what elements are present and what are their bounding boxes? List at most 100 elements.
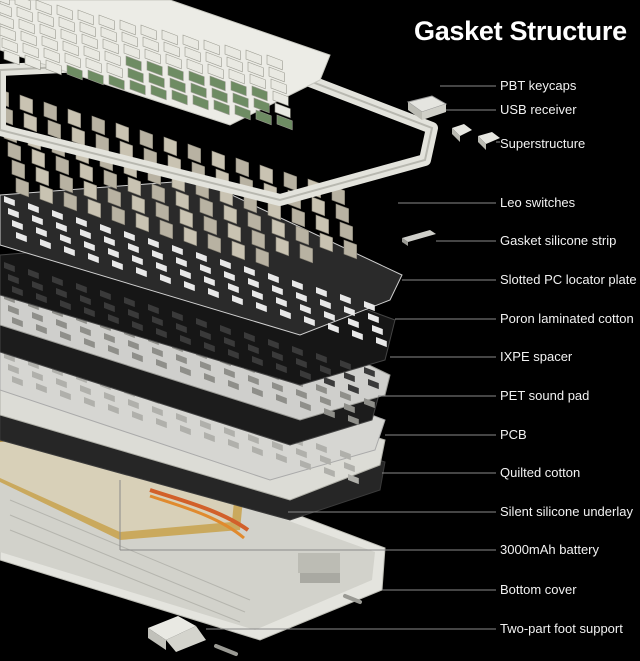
shape	[203, 215, 217, 236]
shape	[23, 112, 37, 133]
shape	[39, 23, 56, 40]
shape	[124, 297, 135, 308]
shape	[41, 35, 58, 52]
shape	[268, 273, 279, 284]
shape	[123, 43, 140, 60]
shape	[296, 358, 307, 369]
shape	[228, 380, 239, 391]
shape	[32, 371, 43, 382]
shape	[299, 243, 313, 264]
shape	[79, 162, 93, 183]
shape	[205, 51, 222, 68]
label-ixpe-spacer: IXPE spacer	[500, 349, 573, 364]
label-battery: 3000mAh battery	[500, 542, 600, 557]
shape	[79, 21, 96, 38]
shape	[344, 372, 355, 383]
shape	[163, 136, 177, 157]
shape	[224, 337, 235, 348]
shape	[300, 370, 311, 381]
shape	[148, 72, 165, 89]
shape	[224, 427, 235, 438]
shape	[152, 347, 163, 358]
shape	[300, 401, 311, 412]
shape	[108, 345, 119, 356]
shape	[132, 321, 143, 332]
shape	[203, 39, 220, 56]
shape	[87, 69, 104, 86]
label-bottom-cover: Bottom cover	[500, 582, 577, 597]
shape	[248, 434, 259, 445]
shape	[176, 354, 187, 365]
shape	[83, 45, 100, 62]
shape	[88, 253, 99, 264]
shape	[252, 290, 263, 301]
shape	[275, 236, 289, 257]
shape	[340, 391, 351, 402]
shape	[15, 177, 29, 198]
shape	[111, 205, 125, 226]
shape	[67, 108, 81, 129]
shape	[64, 52, 81, 69]
shape	[207, 63, 224, 80]
shape	[140, 24, 157, 41]
shape	[235, 157, 249, 178]
shape	[248, 278, 259, 289]
shape	[344, 462, 355, 473]
shape	[344, 403, 355, 414]
shape	[56, 4, 73, 21]
shape	[179, 208, 193, 229]
shape	[84, 397, 95, 408]
shape	[56, 378, 67, 389]
shape	[14, 0, 31, 11]
shape	[207, 233, 221, 254]
shape	[76, 217, 87, 228]
shape	[372, 325, 383, 336]
shape	[91, 115, 105, 136]
shape	[60, 390, 71, 401]
shape	[12, 376, 23, 387]
shape	[108, 404, 119, 415]
shape	[320, 365, 331, 376]
shape	[108, 314, 119, 325]
shape	[228, 349, 239, 360]
shape	[196, 318, 207, 329]
shape	[20, 30, 37, 47]
shape	[320, 455, 331, 466]
shape	[276, 363, 287, 374]
shape	[106, 62, 123, 79]
shape	[272, 351, 283, 362]
shape	[55, 155, 69, 176]
label-pet-pad: PET sound pad	[500, 388, 590, 403]
gasket-strip	[402, 230, 436, 246]
shape	[248, 344, 259, 355]
shape	[40, 239, 51, 250]
shape	[103, 169, 117, 190]
shape	[176, 413, 187, 424]
shape	[344, 306, 355, 317]
shape	[56, 288, 67, 299]
shape	[252, 356, 263, 367]
shape	[167, 65, 184, 82]
shape	[80, 229, 91, 240]
shape	[320, 299, 331, 310]
shape	[12, 220, 23, 231]
shape	[151, 183, 165, 204]
shape	[3, 49, 20, 66]
shape	[223, 204, 237, 225]
shape	[83, 180, 97, 201]
shape	[196, 252, 207, 263]
shape	[268, 66, 285, 83]
shape	[272, 441, 283, 452]
shape	[165, 53, 182, 70]
shape	[104, 302, 115, 313]
shape	[232, 295, 243, 306]
shape	[320, 396, 331, 407]
label-gasket-strip: Gasket silicone strip	[500, 233, 617, 248]
shape	[256, 302, 267, 313]
shape	[107, 187, 121, 208]
label-pcb: PCB	[500, 427, 527, 442]
shape	[156, 262, 167, 273]
shape	[348, 318, 359, 329]
shape	[127, 67, 144, 84]
shape	[43, 47, 60, 64]
